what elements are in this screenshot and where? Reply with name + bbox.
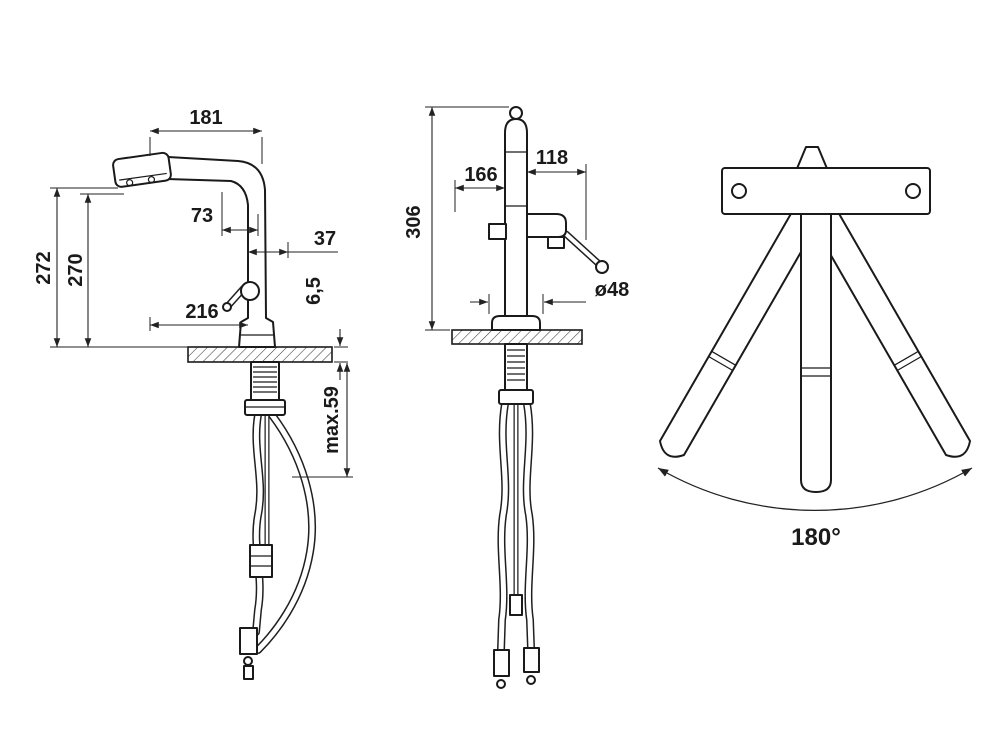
front-hose-left <box>497 400 510 654</box>
faucet-body-front <box>504 118 528 331</box>
front-handle-knob <box>595 260 609 274</box>
hose-connector-nut <box>243 656 253 666</box>
front-view: 306 166 118 ø48 <box>403 106 629 689</box>
aerator-outlet-1 <box>126 179 134 187</box>
dimension-37: 37 <box>247 228 338 258</box>
dimension-6-5: 6,5 <box>303 277 348 380</box>
dim-label-6-5: 6,5 <box>303 277 325 305</box>
dim-label-180: 180° <box>791 524 841 551</box>
dimension-118: 118 <box>527 147 587 240</box>
mounting-nut-front <box>498 389 534 405</box>
hose-loop <box>254 411 317 654</box>
mounting-shank-front <box>498 343 534 405</box>
dimension-166: 166 <box>454 164 505 212</box>
spout-position-center <box>800 213 832 493</box>
dimension-73: 73 <box>191 192 259 236</box>
dim-label-48: ø48 <box>595 279 629 301</box>
front-hose-fitting-left <box>493 649 510 677</box>
spout-position-right <box>809 204 971 458</box>
hose-straight <box>252 411 265 636</box>
dim-label-216: 216 <box>185 301 218 323</box>
front-hose-right <box>522 400 535 652</box>
front-center-rod <box>509 401 523 616</box>
right-outlet-assembly <box>526 213 609 274</box>
spout-position-left <box>659 204 821 458</box>
dimension-216: 216 <box>149 301 248 331</box>
right-outlet-aerator <box>547 236 565 249</box>
hose-end-fitting <box>239 627 258 655</box>
base-flange-front <box>491 315 541 331</box>
countertop-front <box>451 329 583 345</box>
handle-knob <box>222 302 232 312</box>
mounting-shank-side <box>244 361 286 416</box>
hose-end-nipple <box>243 665 254 680</box>
dim-label-max-59: max.59 <box>321 386 343 454</box>
countertop-side <box>187 346 333 363</box>
spray-head-side <box>112 151 172 188</box>
dim-label-118: 118 <box>536 147 568 169</box>
handle-ball-joint <box>240 281 260 301</box>
swivel-arc <box>657 467 973 511</box>
dimension-306: 306 <box>403 106 509 331</box>
screw-hole-left <box>731 183 747 199</box>
front-connector-left <box>496 679 506 689</box>
dim-label-37: 37 <box>314 228 336 250</box>
hose-weight-fitting <box>249 544 273 578</box>
right-outlet-stub <box>526 213 567 238</box>
dim-label-270: 270 <box>65 253 87 286</box>
dimension-181: 181 <box>149 107 263 164</box>
dim-label-272: 272 <box>33 251 55 284</box>
dim-label-306: 306 <box>403 205 425 238</box>
front-connector-right <box>526 675 536 685</box>
dimension-max-59: max.59 <box>292 363 353 478</box>
dim-label-73: 73 <box>191 205 213 227</box>
dimension-270: 270 <box>65 193 124 347</box>
handle-lever-side <box>222 281 260 312</box>
left-outlet-stub <box>488 223 507 240</box>
side-view: 181 272 270 73 37 <box>33 107 353 680</box>
screw-hole-right <box>905 183 921 199</box>
front-hose-fitting-right <box>523 647 540 673</box>
swivel-view: 180° <box>657 146 973 551</box>
aerator-outlet-2 <box>147 176 156 184</box>
dimension-48: ø48 <box>470 279 629 314</box>
top-knob-front <box>509 106 523 120</box>
dimension-272: 272 <box>33 187 188 348</box>
dim-label-181: 181 <box>189 107 222 129</box>
mounting-bar <box>721 167 931 215</box>
dim-label-166: 166 <box>464 164 497 186</box>
